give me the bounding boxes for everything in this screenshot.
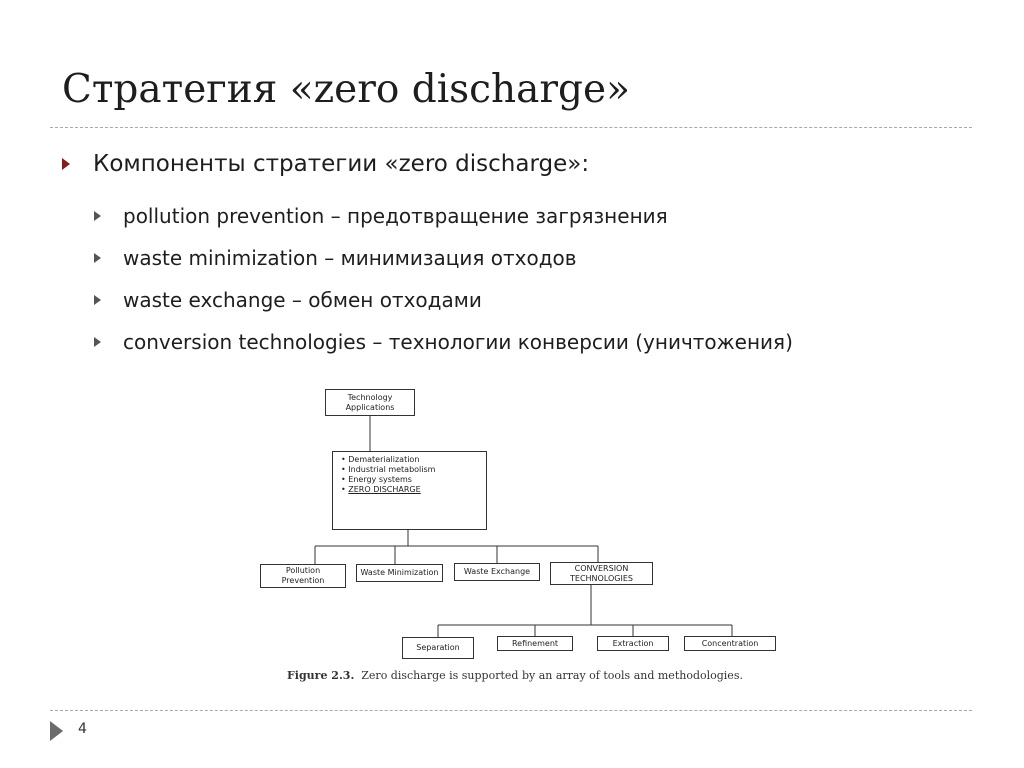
node-label: Pollution: [285, 566, 321, 575]
sub-bullet-list: pollution prevention – предотвращение за…: [94, 195, 793, 363]
main-bullet: Компоненты стратегии «zero discharge»:: [62, 151, 589, 177]
sub-bullet-item: pollution prevention – предотвращение за…: [94, 195, 793, 237]
method-item: Dematerialization: [341, 455, 478, 465]
connector-lines: [314, 416, 733, 637]
node-label: TECHNOLOGIES: [570, 573, 633, 583]
method-item: ZERO DISCHARGE: [341, 485, 478, 495]
method-item: Energy systems: [341, 475, 478, 485]
zero-discharge-figure: Technology Applications Dematerializatio…: [235, 378, 785, 690]
figure-caption-text: Zero discharge is supported by an array …: [361, 669, 743, 682]
method-item: Industrial metabolism: [341, 465, 478, 475]
node-technology-applications: Technology Applications: [325, 389, 415, 416]
sub-bullet-text: pollution prevention – предотвращение за…: [123, 204, 668, 228]
node-zero-discharge-methods: Dematerialization Industrial metabolism …: [332, 451, 487, 530]
sub-bullet-item: waste exchange – обмен отходами: [94, 279, 793, 321]
node-label: Refinement: [511, 638, 559, 648]
node-concentration: Concentration: [684, 636, 776, 651]
node-waste-minimization: Waste Minimization: [356, 564, 443, 582]
triangle-bullet-icon: [94, 337, 101, 347]
footer-divider: [50, 710, 972, 711]
node-pollution-prevention: Pollution Prevention: [260, 564, 346, 588]
node-label: Applications: [345, 402, 395, 412]
title-divider: [50, 127, 972, 128]
node-refinement: Refinement: [497, 636, 573, 651]
node-extraction: Extraction: [597, 636, 669, 651]
sub-bullet-text: waste minimization – минимизация отходов: [123, 246, 577, 270]
node-label: CONVERSION: [574, 563, 629, 573]
node-label: Separation: [416, 643, 460, 652]
node-label: Concentration: [701, 638, 759, 648]
triangle-bullet-icon: [94, 253, 101, 263]
node-conversion-technologies: CONVERSION TECHNOLOGIES: [550, 562, 653, 585]
node-label: Extraction: [612, 638, 654, 648]
footer-arrow-icon: [50, 721, 63, 741]
node-label: Waste Exchange: [463, 567, 531, 576]
sub-bullet-item: waste minimization – минимизация отходов: [94, 237, 793, 279]
triangle-bullet-icon: [94, 295, 101, 305]
node-label: Waste Minimization: [360, 568, 439, 577]
sub-bullet-item: conversion technologies – технологии кон…: [94, 321, 793, 363]
page-number: 4: [78, 721, 87, 737]
slide-title: Стратегия «zero discharge»: [62, 67, 630, 112]
triangle-bullet-icon: [94, 211, 101, 221]
figure-caption-label: Figure 2.3.: [287, 669, 355, 682]
sub-bullet-text: waste exchange – обмен отходами: [123, 288, 482, 312]
triangle-bullet-icon: [62, 158, 70, 170]
node-separation: Separation: [402, 637, 474, 659]
node-label: Prevention: [281, 576, 325, 585]
node-waste-exchange: Waste Exchange: [454, 563, 540, 581]
main-bullet-text: Компоненты стратегии «zero discharge»:: [93, 151, 590, 177]
sub-bullet-text: conversion technologies – технологии кон…: [123, 330, 793, 354]
figure-caption: Figure 2.3. Zero discharge is supported …: [287, 669, 743, 682]
node-label: Technology: [347, 392, 393, 402]
